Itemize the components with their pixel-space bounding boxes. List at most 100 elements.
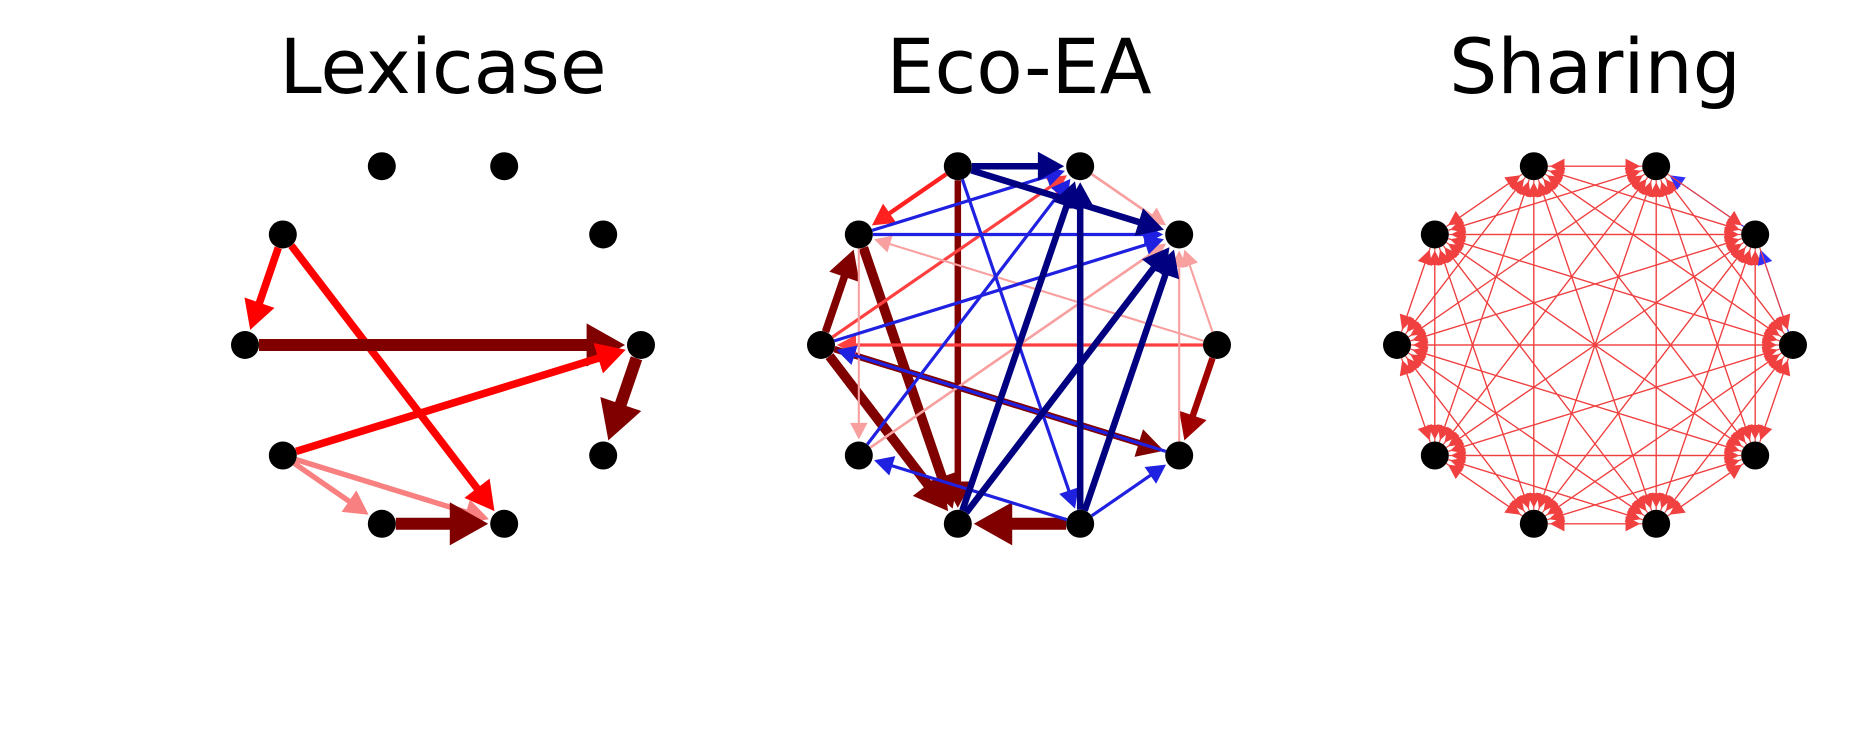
panel-eco-ea: Eco-EA [807,22,1231,546]
edge-sharing-9-1 [1462,169,1643,227]
edge-sharing-6-5-arrowhead [1669,500,1686,515]
edge-sharing-9-6 [1660,179,1747,429]
edge-eco-ea-29 [963,264,1158,515]
edge-eco-ea-11-arrowhead [874,235,893,253]
edge-eco-ea-10 [869,251,1154,449]
edge-sharing-2-1 [1400,261,1427,332]
edge-eco-ea-25-arrowhead [1037,151,1065,181]
edge-eco-ea-29-arrowhead [1142,247,1170,277]
node-eco-ea-1 [844,220,873,249]
panel-title-lexicase: Lexicase [279,22,606,111]
edge-sharing-2-1-arrowhead [1417,249,1433,266]
edge-eco-ea-28 [959,203,1071,512]
edge-sharing-5-1 [1451,256,1649,514]
node-sharing-2 [1383,331,1411,359]
edge-sharing-8-7 [1759,247,1785,319]
edge-sharing-3-0 [1438,193,1526,443]
edge-sharing-6-0-arrowhead [1543,178,1559,196]
edge-sharing-5-2 [1420,360,1646,517]
node-eco-ea-9 [1066,152,1095,181]
edge-sharing-6-1 [1458,250,1745,449]
panel-title-sharing: Sharing [1449,22,1741,111]
edge-sharing-8-2 [1424,238,1742,338]
edge-lexicase-0 [255,246,282,306]
edge-eco-ea-0-arrowhead [829,249,860,282]
edge-eco-ea-21-arrowhead [874,456,896,476]
node-lexicase-6 [589,441,618,470]
panel-lexicase: Lexicase [231,22,655,546]
edge-sharing-5-1-arrowhead [1444,247,1460,264]
node-lexicase-5 [490,509,519,538]
node-sharing-0 [1519,152,1548,181]
node-layer-eco-ea [807,152,1231,538]
node-lexicase-8 [589,220,618,249]
node-lexicase-3 [268,441,297,470]
edge-eco-ea-19-arrowhead [1059,487,1079,509]
edge-sharing-9-4-arrowhead [1536,492,1551,509]
node-lexicase-1 [268,220,297,249]
edge-sharing-7-6 [1763,358,1790,429]
node-sharing-4 [1519,509,1548,538]
node-eco-ea-2 [807,331,835,359]
edge-eco-ea-3-arrowhead [912,473,949,512]
edge-eco-ea-13 [1188,263,1214,333]
edge-sharing-7-4 [1557,352,1782,509]
edge-lexicase-1 [288,243,482,493]
edge-lexicase-5 [292,461,353,505]
node-sharing-3 [1420,441,1449,470]
node-lexicase-7 [627,331,655,359]
edge-sharing-5-0 [1542,193,1653,511]
edge-sharing-9-1-arrowhead [1450,218,1467,233]
edge-lexicase-7 [614,356,643,408]
edge-sharing-8-3 [1458,241,1745,440]
edge-eco-ea-1 [886,172,948,217]
edge-eco-ea-28-arrowhead [1052,181,1081,211]
node-eco-ea-3 [844,441,873,470]
edge-eco-ea-20-arrowhead [1144,464,1167,484]
node-sharing-6 [1741,441,1770,470]
edge-eco-ea-24 [970,167,1142,226]
edge-eco-ea-18 [833,242,1149,343]
edge-sharing-5-6-arrowhead [1725,464,1743,480]
edge-eco-ea-18-arrowhead [1142,235,1164,255]
edge-sharing-3-8-arrowhead [1725,243,1743,259]
edge-eco-ea-14-arrowhead [850,422,868,440]
edge-sharing-9-8-arrowhead [1725,210,1743,226]
node-sharing-1 [1420,220,1449,249]
edge-sharing-3-0-arrowhead [1516,181,1532,198]
edge-eco-ea-22-arrowhead [836,345,858,366]
edge-lexicase-6-arrowhead [449,502,489,546]
edge-sharing-8-4 [1550,245,1748,502]
edge-eco-ea-13-arrowhead [1181,249,1199,269]
edge-sharing-4-3 [1458,471,1523,517]
edge-sharing-4-2-arrowhead [1406,357,1422,374]
node-sharing-7 [1779,331,1807,359]
node-sharing-5 [1642,509,1671,538]
edge-sharing-3-4-arrowhead [1504,500,1521,515]
edge-layer-sharing [1399,158,1791,532]
edge-eco-ea-20 [1090,472,1153,518]
node-eco-ea-4 [943,509,972,538]
edge-sharing-9-3-arrowhead [1444,426,1460,443]
edge-lexicase-3 [295,353,602,456]
edge-sharing-7-3 [1462,348,1780,448]
edge-lexicase-3-arrowhead [593,343,626,374]
node-layer-lexicase [231,152,655,538]
edge-sharing-9-0-arrowhead [1549,158,1565,174]
node-eco-ea-7 [1203,331,1231,359]
edge-sharing-2-9-arrowhead [1626,175,1644,190]
edge-eco-ea-1-arrowhead [871,203,897,226]
edge-sharing-6-2 [1424,352,1742,452]
edge-sharing-3-2 [1405,371,1431,443]
node-lexicase-2 [231,331,259,359]
edge-sharing-9-2-arrowhead [1410,321,1427,336]
node-eco-ea-8 [1165,220,1194,249]
node-sharing-8 [1741,220,1770,249]
edge-eco-ea-7-arrowhead [1179,410,1207,441]
edge-lexicase-7-arrowhead [600,397,642,441]
node-lexicase-4 [367,509,396,538]
edge-eco-ea-23 [866,191,1062,446]
edge-eco-ea-26 [1081,271,1170,512]
edge-eco-ea-24-arrowhead [1134,208,1164,236]
